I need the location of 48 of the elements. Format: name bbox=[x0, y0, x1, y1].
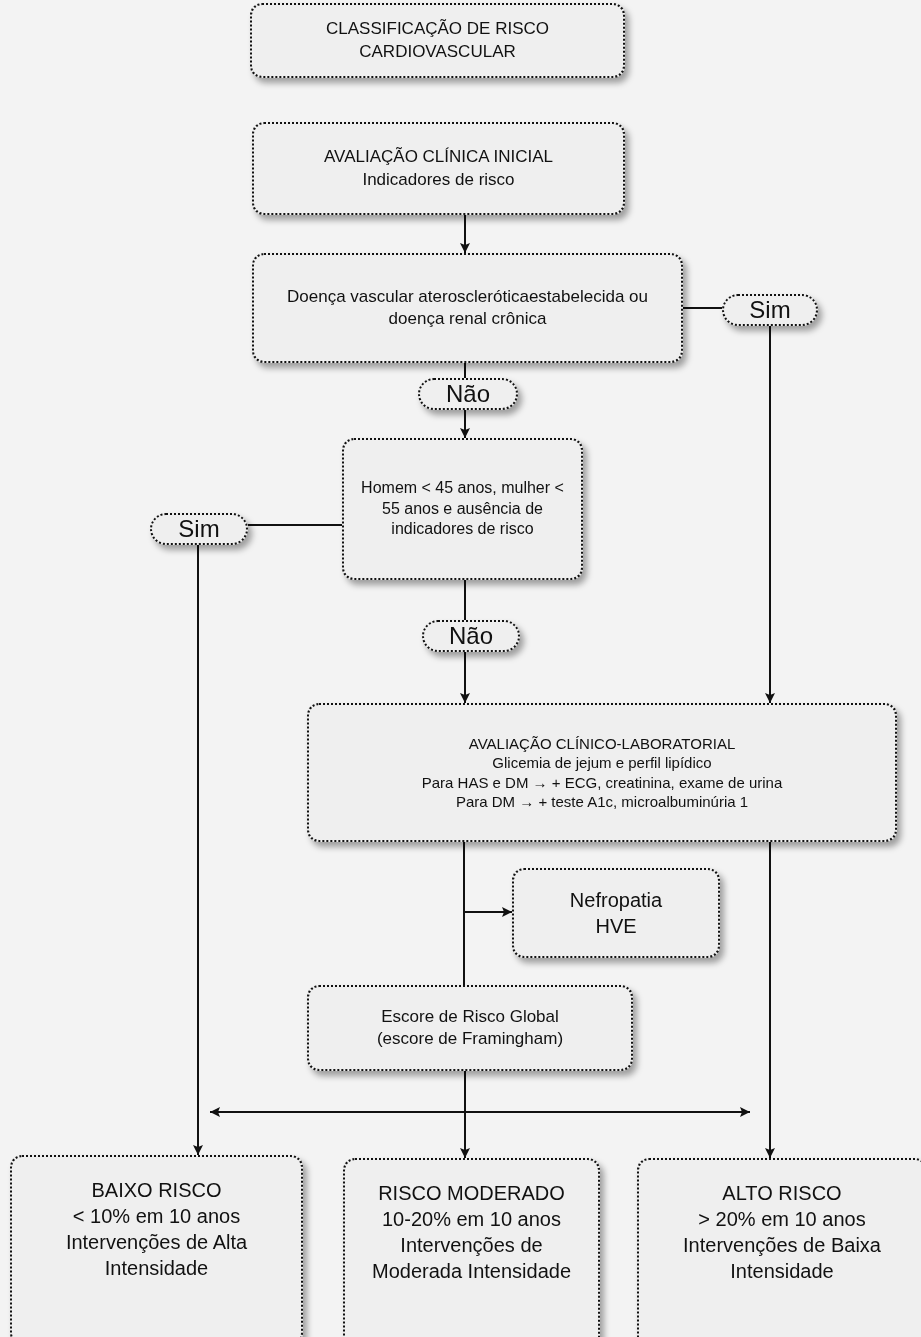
node-text: AVALIAÇÃO CLÍNICO-LABORATORIAL bbox=[468, 733, 736, 753]
decision-box bbox=[252, 253, 683, 363]
node-text: Indicadores de risco bbox=[362, 168, 515, 191]
result-box bbox=[343, 1158, 600, 1337]
result-box bbox=[10, 1155, 303, 1337]
node-text: Intervenções de Baixa Intensidade bbox=[682, 1233, 882, 1284]
result-box bbox=[637, 1158, 921, 1337]
node-text: Não bbox=[449, 621, 493, 652]
node-text: Não bbox=[446, 379, 490, 410]
node-text: Nefropatia bbox=[569, 888, 663, 913]
connector-arrow bbox=[463, 841, 513, 917]
answer-pill bbox=[422, 620, 520, 652]
node-text: (escore de Framingham) bbox=[376, 1028, 564, 1050]
node-text: Glicemia de jejum e perfil lipídico bbox=[492, 753, 712, 773]
process-box bbox=[512, 868, 720, 958]
node-text: 10-20% em 10 anos bbox=[382, 1207, 561, 1232]
node-text: AVALIAÇÃO CLÍNICA INICIAL bbox=[324, 146, 553, 169]
node-text: Para DM → + teste A1c, microalbuminúria 1 bbox=[455, 792, 749, 812]
node-text: Para HAS e DM → + ECG, creatinina, exame de urina bbox=[421, 772, 783, 792]
node-text: < 10% em 10 anos bbox=[72, 1204, 241, 1229]
node-text: BAIXO RISCO bbox=[91, 1178, 222, 1203]
answer-pill bbox=[418, 378, 518, 410]
process-box bbox=[307, 985, 633, 1071]
connector-arrow bbox=[460, 1070, 470, 1159]
connector-arrow bbox=[460, 409, 470, 439]
node-text: Sim bbox=[749, 295, 791, 326]
connector-arrow bbox=[765, 841, 775, 1159]
connector-arrow bbox=[460, 214, 470, 254]
node-text: > 20% em 10 anos bbox=[698, 1207, 866, 1232]
node-text: RISCO MODERADO bbox=[378, 1181, 565, 1206]
decision-box bbox=[342, 438, 583, 580]
process-box bbox=[307, 703, 897, 842]
connector-arrow bbox=[193, 544, 203, 1156]
connector-arrow bbox=[460, 651, 470, 704]
node-text: Doença vascular ateroscleróticaestabelecida ou doença renal crônica bbox=[286, 285, 649, 330]
node-text: Sim bbox=[178, 514, 220, 545]
node-text: Intervenções de Alta Intensidade bbox=[64, 1230, 249, 1281]
node-text: Escore de Risco Global bbox=[381, 1005, 559, 1028]
node-text: HVE bbox=[595, 914, 637, 939]
node-text: Homem < 45 anos, mulher < 55 anos e ausência de indicadores de risco bbox=[360, 477, 565, 540]
node-text: Intervenções de Moderada Intensidade bbox=[370, 1233, 572, 1284]
node-text: CLASSIFICAÇÃO DE RISCO CARDIOVASCULAR bbox=[325, 18, 550, 63]
connector-arrow bbox=[765, 325, 775, 704]
answer-pill bbox=[150, 513, 248, 545]
title-box bbox=[250, 3, 625, 78]
answer-pill bbox=[722, 294, 818, 326]
node-text: ALTO RISCO bbox=[722, 1181, 842, 1206]
process-box bbox=[252, 122, 625, 215]
